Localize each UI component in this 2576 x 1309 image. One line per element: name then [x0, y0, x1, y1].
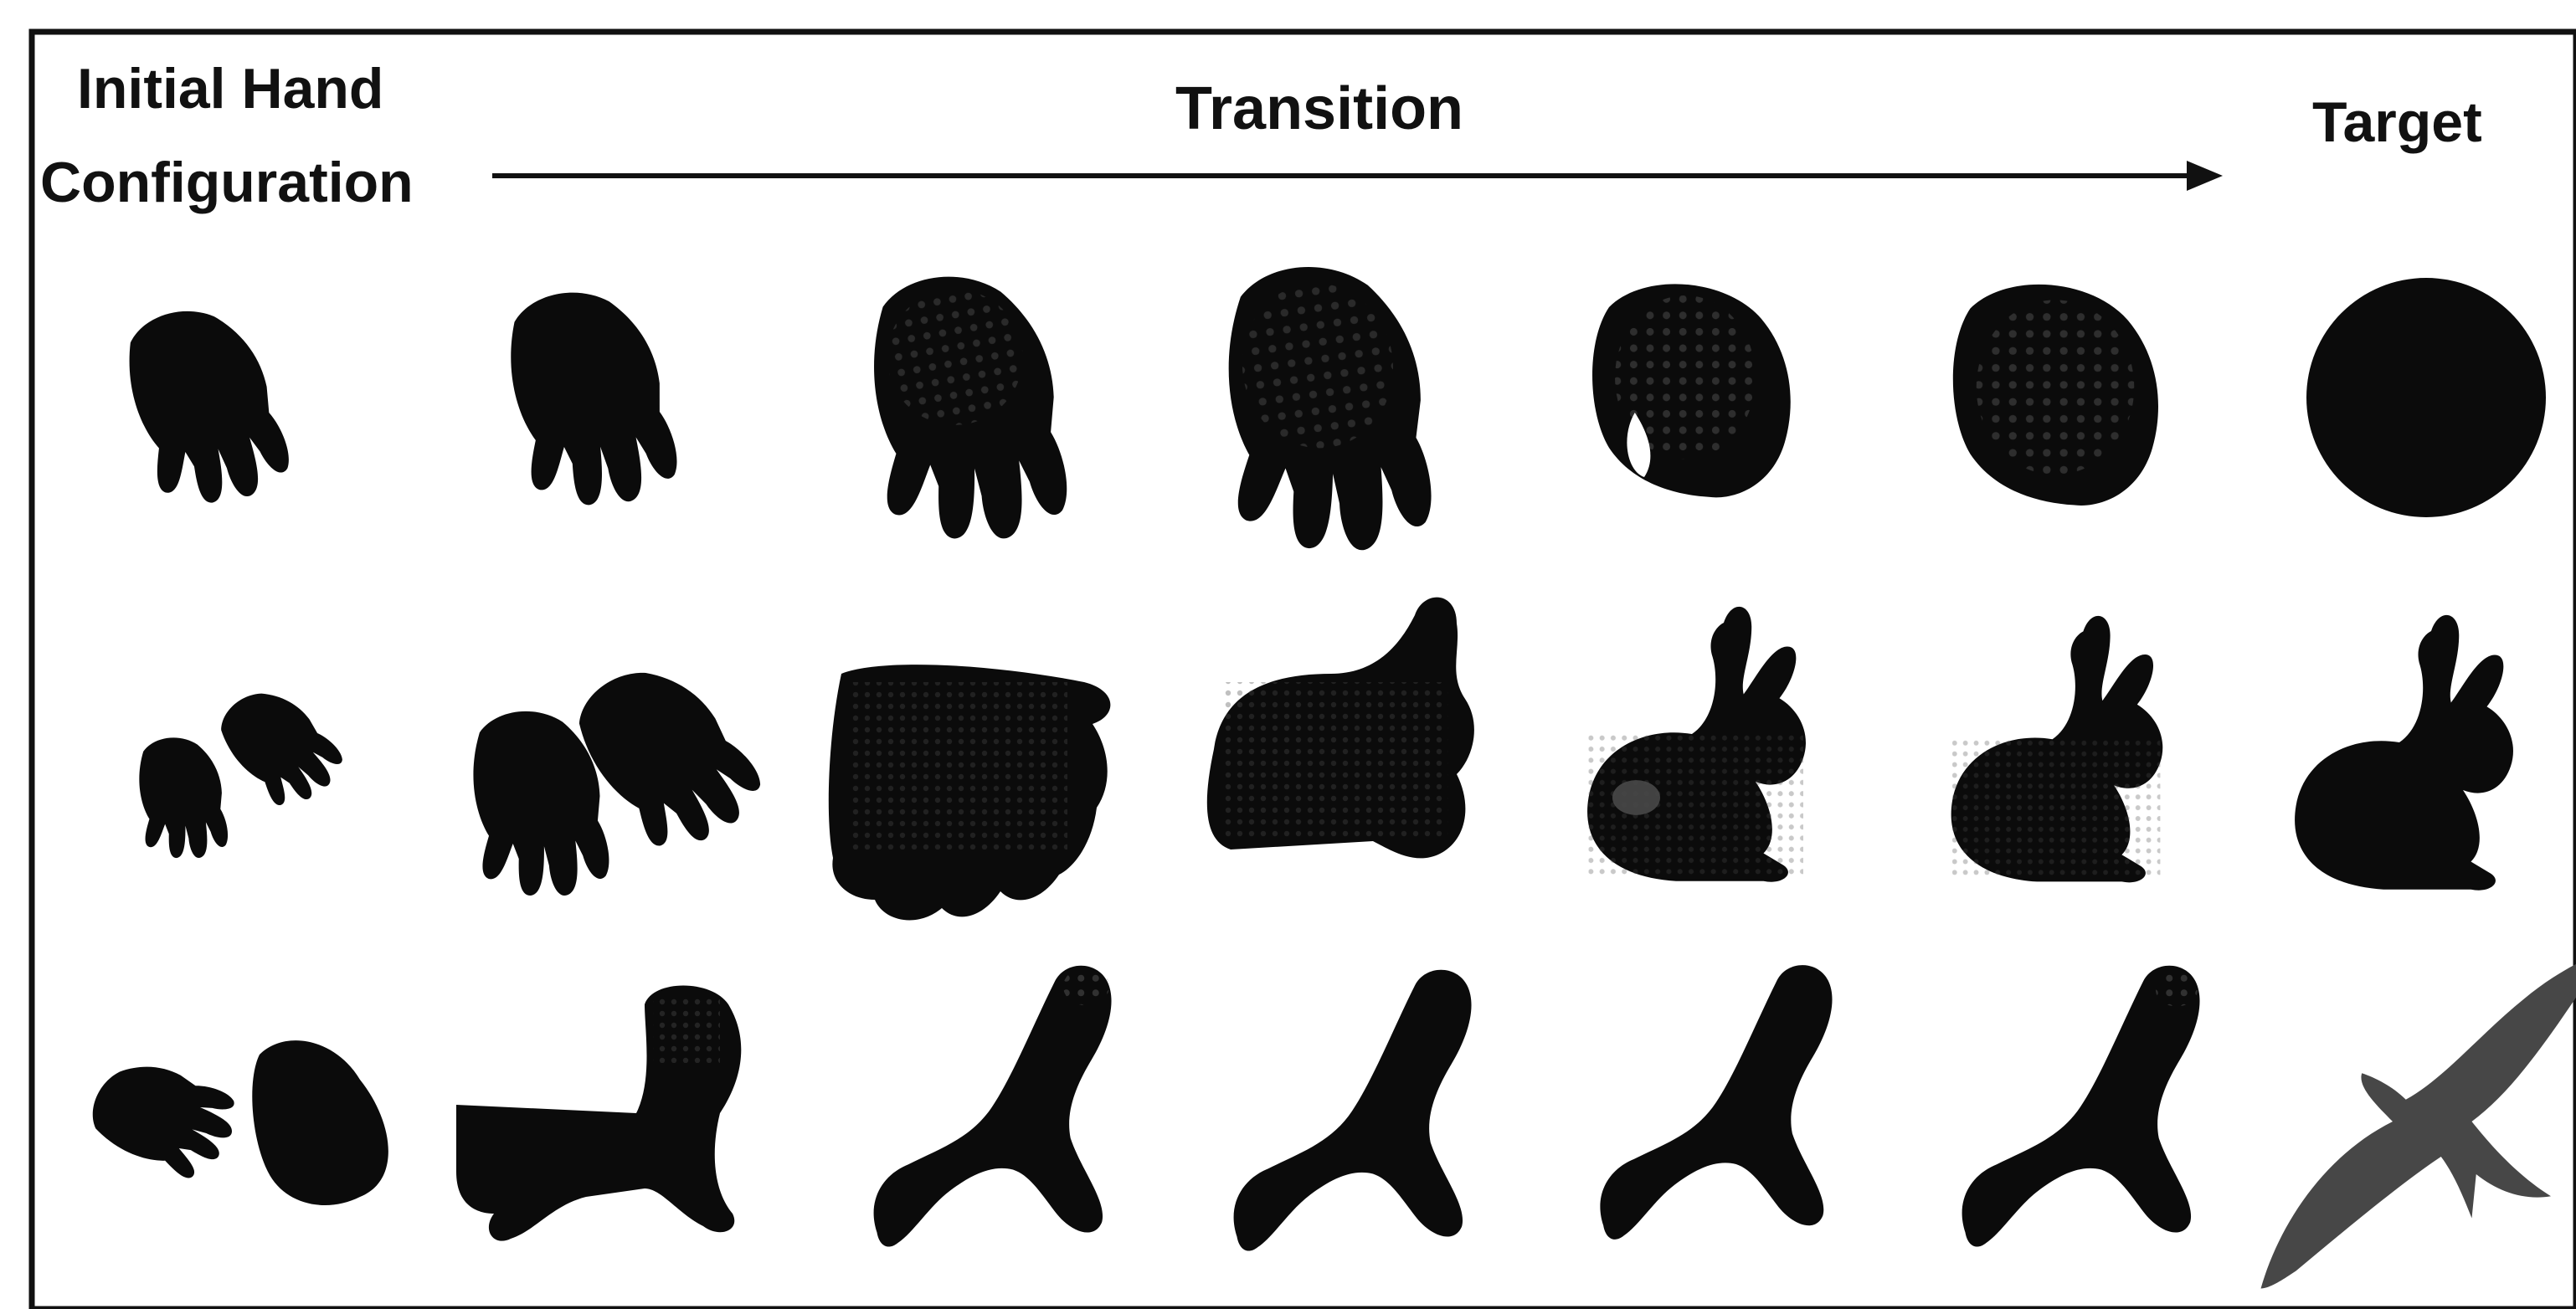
row3-transition-5 [1962, 966, 2200, 1247]
row1-transition-1 [487, 274, 688, 524]
row2-transition-4 [1587, 607, 1806, 882]
row2-target-rabbit [2295, 615, 2513, 891]
row2-transition-1 [457, 644, 775, 909]
row3-initial-hands [81, 1040, 388, 1205]
row3-transition-3 [1234, 970, 1472, 1251]
row-1 [105, 253, 2546, 567]
row1-transition-4 [1592, 284, 1791, 497]
row3-target-bird [2261, 950, 2576, 1288]
row3-transition-1 [456, 986, 741, 1241]
figure-border [32, 32, 2576, 1309]
row1-transition-3 [1206, 253, 1442, 567]
right-arrow-icon [492, 161, 2223, 191]
row1-transition-2 [851, 260, 1078, 557]
row1-target-circle [2306, 278, 2546, 517]
row2-transition-2 [829, 665, 1111, 920]
row1-transition-5 [1953, 285, 2158, 506]
row2-transition-3 [1207, 598, 1474, 859]
row2-transition-5 [1951, 616, 2163, 882]
row3-transition-2 [874, 966, 1112, 1247]
row-3 [81, 950, 2576, 1288]
row2-initial-hands [128, 674, 352, 866]
row1-initial-hand [105, 290, 301, 524]
row-2 [128, 598, 2513, 921]
row3-transition-4 [1600, 965, 1832, 1240]
